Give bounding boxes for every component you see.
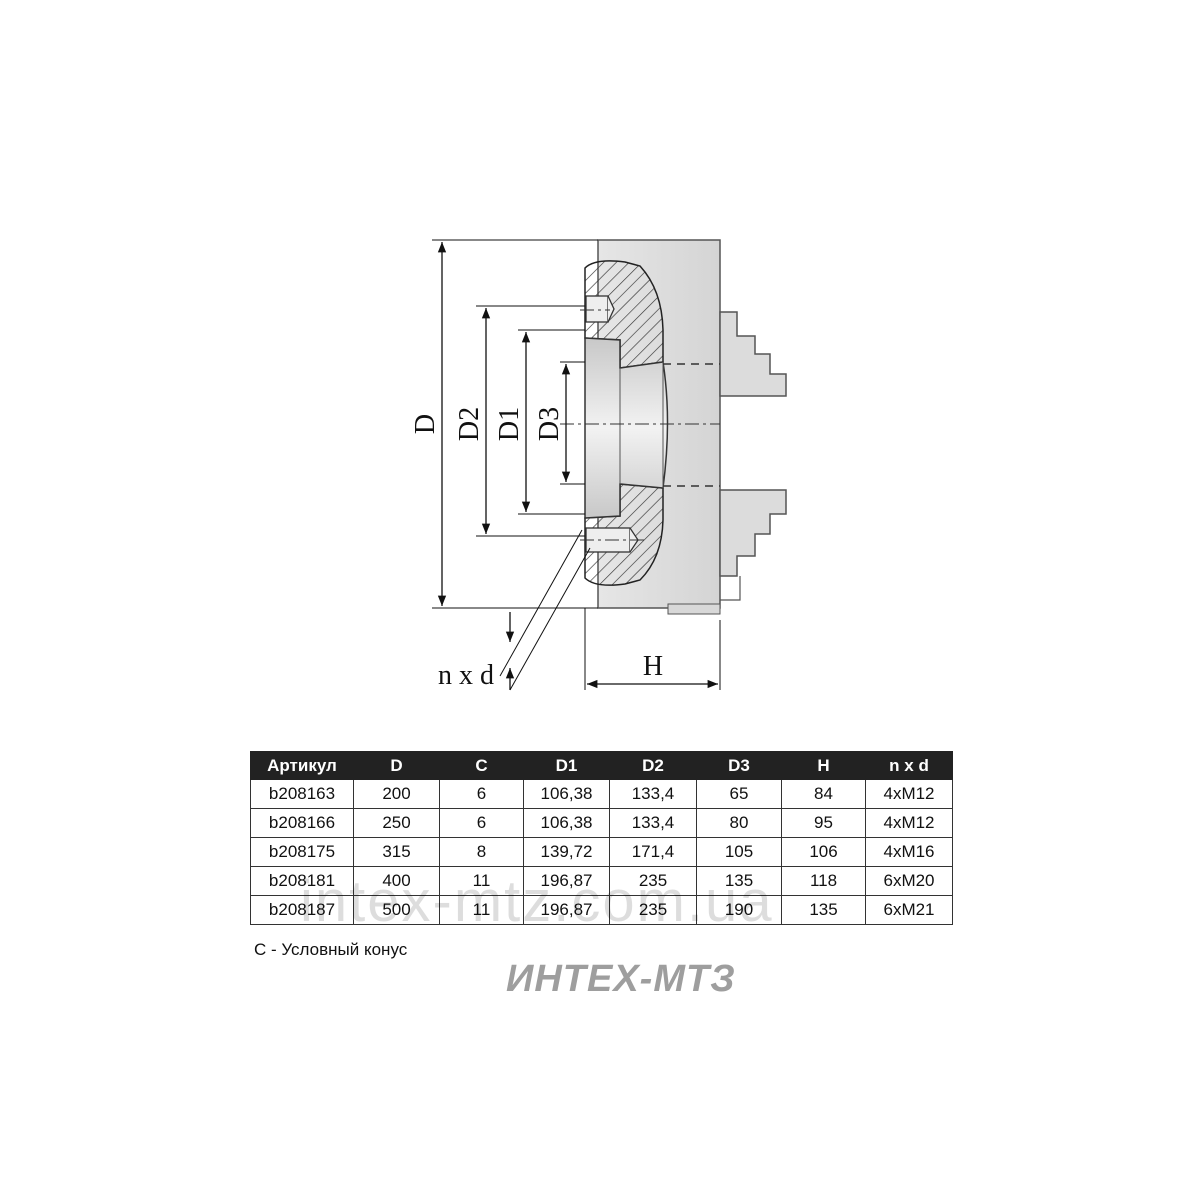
cell-d1: 196,87 <box>523 895 610 925</box>
cell-d: 400 <box>353 866 440 896</box>
cell-nxd: 6xM20 <box>865 866 953 896</box>
label-D1: D1 <box>494 407 525 441</box>
hidden-lines <box>663 363 720 487</box>
cell-h: 84 <box>781 779 866 809</box>
cone-note: C - Условный конус <box>254 940 408 959</box>
col-header-d1: D1 <box>523 751 610 780</box>
cell-h: 118 <box>781 866 866 896</box>
label-D2: D2 <box>454 407 485 441</box>
cell-d3: 190 <box>696 895 782 925</box>
table-header-row: Артикул D C D1 D2 D3 H n x d <box>250 751 953 780</box>
cell-c: 6 <box>439 779 524 809</box>
bore <box>584 337 669 519</box>
col-header-article: Артикул <box>250 751 354 780</box>
cell-d3: 105 <box>696 837 782 867</box>
table-row: b208175 315 8 139,72 171,4 105 106 4xM16 <box>250 837 953 867</box>
col-header-d2: D2 <box>609 751 697 780</box>
cell-d3: 80 <box>696 808 782 838</box>
cell-d: 250 <box>353 808 440 838</box>
cell-nxd: 4xM12 <box>865 779 953 809</box>
cell-article: b208166 <box>250 808 354 838</box>
cell-h: 106 <box>781 837 866 867</box>
cell-nxd: 4xM12 <box>865 808 953 838</box>
cell-d2: 133,4 <box>609 808 697 838</box>
col-header-h: H <box>781 751 866 780</box>
watermark: intex-mtz.com.ua <box>300 869 774 934</box>
label-D: D <box>410 414 441 434</box>
technical-drawing: D D2 D1 D3 H n x d <box>410 239 787 691</box>
cell-d: 315 <box>353 837 440 867</box>
cell-article: b208181 <box>250 866 354 896</box>
table-row: b208163 200 6 106,38 133,4 65 84 4xM12 <box>250 779 953 809</box>
label-D3: D3 <box>534 407 565 441</box>
table-row: b208187 500 11 196,87 235 190 135 6xM21 <box>250 895 953 925</box>
cell-d1: 106,38 <box>523 779 610 809</box>
cell-c: 6 <box>439 808 524 838</box>
cell-h: 95 <box>781 808 866 838</box>
label-nxd: n x d <box>438 660 494 691</box>
jaw-upper <box>719 311 787 397</box>
center-lines <box>560 309 720 541</box>
cell-nxd: 6xM21 <box>865 895 953 925</box>
cell-d2: 171,4 <box>609 837 697 867</box>
extension-lines <box>432 239 721 691</box>
cell-d: 200 <box>353 779 440 809</box>
cell-d1: 196,87 <box>523 866 610 896</box>
jaw-lower <box>719 489 787 601</box>
table-row: b208181 400 11 196,87 235 135 118 6xM20 <box>250 866 953 896</box>
cell-c: 11 <box>439 895 524 925</box>
col-header-c: C <box>439 751 524 780</box>
cell-nxd: 4xM16 <box>865 837 953 867</box>
bolt-hole-upper <box>585 295 615 323</box>
col-header-nxd: n x d <box>865 751 953 780</box>
cell-article: b208163 <box>250 779 354 809</box>
cell-h: 135 <box>781 895 866 925</box>
cell-d1: 106,38 <box>523 808 610 838</box>
cell-c: 8 <box>439 837 524 867</box>
cell-article: b208175 <box>250 837 354 867</box>
col-header-d3: D3 <box>696 751 782 780</box>
cell-d2: 235 <box>609 895 697 925</box>
label-H: H <box>643 651 663 682</box>
cell-d1: 139,72 <box>523 837 610 867</box>
dimension-lines <box>437 242 718 690</box>
specs-table: Артикул D C D1 D2 D3 H n x d b208163 200… <box>250 751 953 925</box>
col-header-d: D <box>353 751 440 780</box>
cell-article: b208187 <box>250 895 354 925</box>
brand-logo-text: ИНТЕХ-МТЗ <box>506 958 736 1000</box>
cell-d2: 133,4 <box>609 779 697 809</box>
table-row: b208166 250 6 106,38 133,4 80 95 4xM12 <box>250 808 953 838</box>
cell-c: 11 <box>439 866 524 896</box>
cell-d3: 65 <box>696 779 782 809</box>
cell-d: 500 <box>353 895 440 925</box>
